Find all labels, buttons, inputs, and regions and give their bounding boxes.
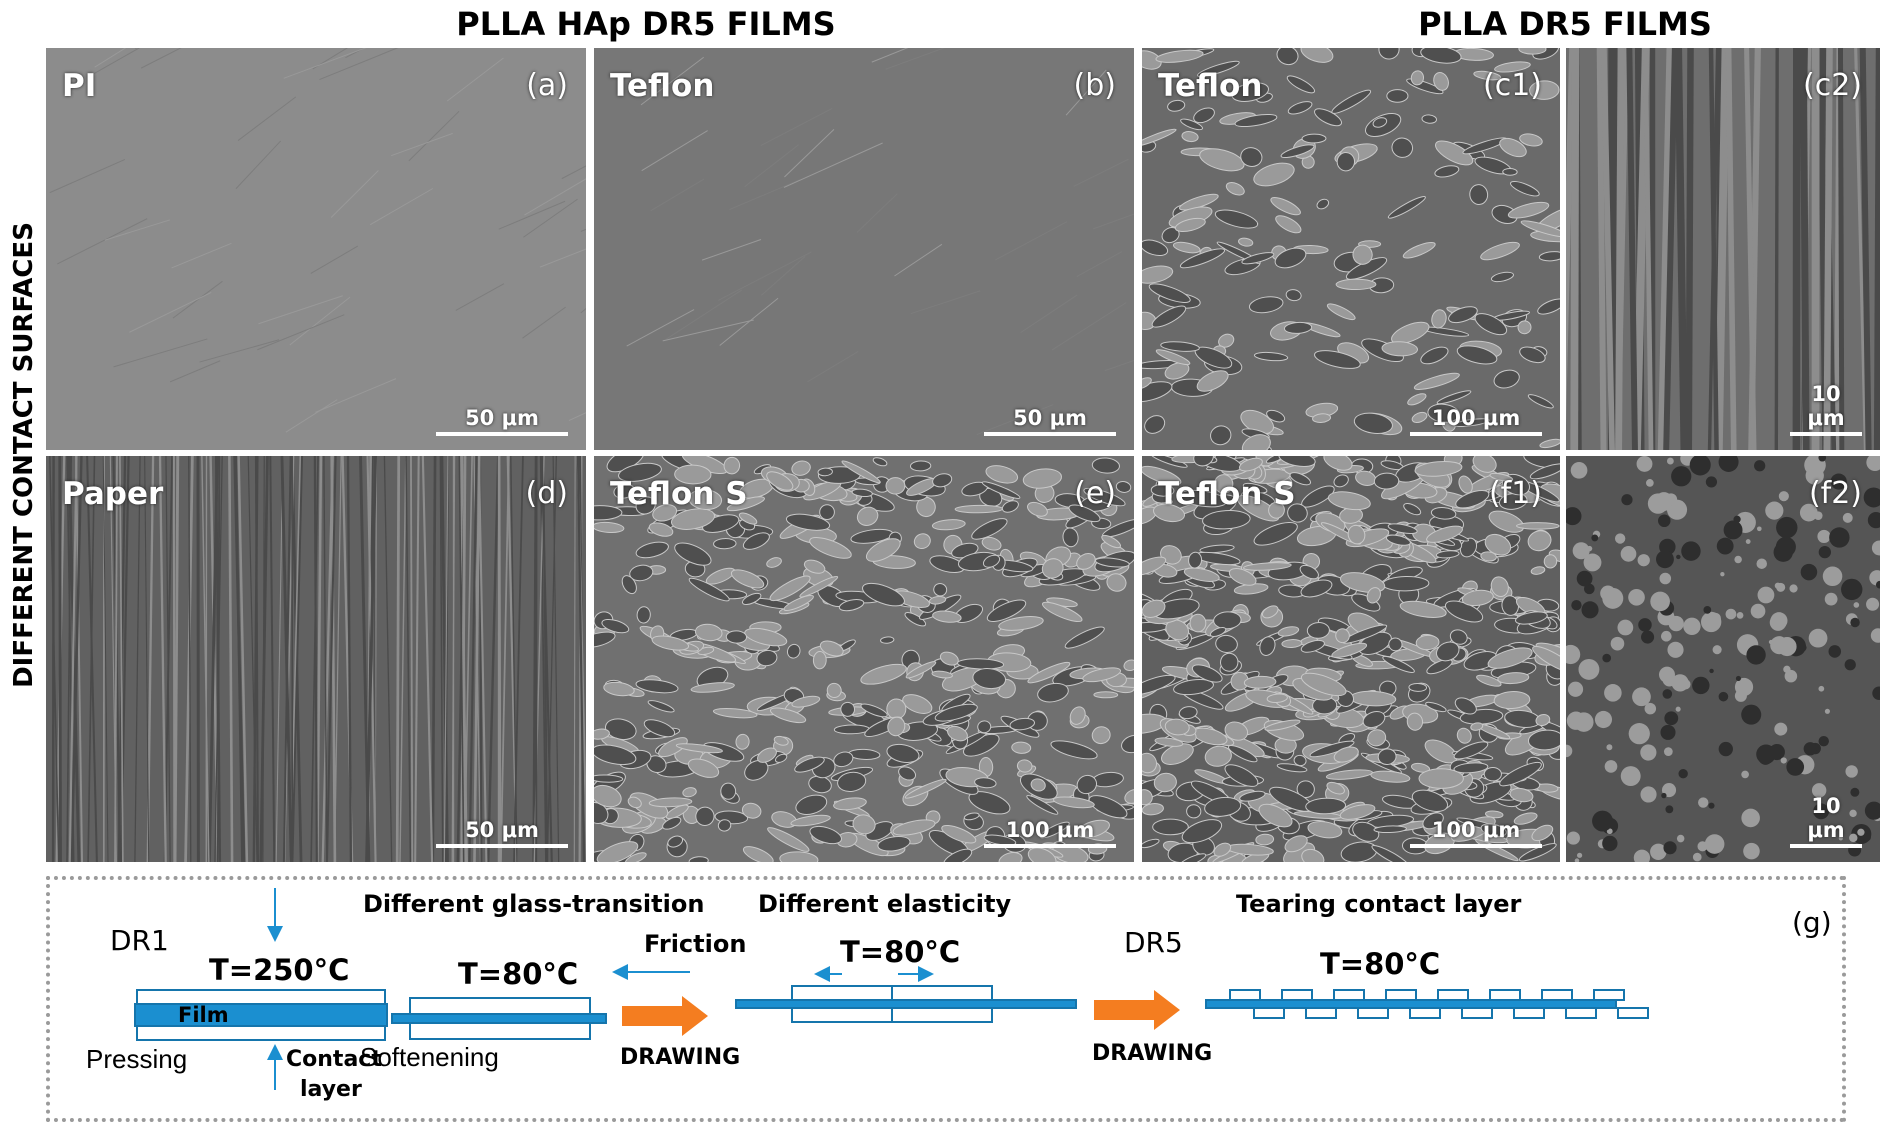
- temp-80-b: T=80°C: [840, 935, 960, 969]
- elasticity-label: Different elasticity: [758, 890, 1012, 918]
- temp-80-a: T=80°C: [458, 957, 578, 991]
- panel-letter: (c2): [1803, 68, 1862, 103]
- contact-label: Contact: [286, 1047, 382, 1072]
- panel-label: Teflon: [610, 68, 715, 104]
- sem-panel-a: PI (a) 50 μm: [46, 48, 586, 450]
- panel-letter: (f2): [1808, 476, 1862, 511]
- film-label: Film: [178, 1003, 229, 1027]
- torn-contact-layer: [1205, 989, 1649, 1019]
- sem-texture: [626, 48, 1134, 436]
- scale-bar: 100 μm: [1410, 406, 1542, 436]
- scale-bar-line: [1410, 844, 1542, 848]
- drawing-label-2: DRAWING: [1092, 1041, 1212, 1066]
- temp-250: T=250°C: [209, 953, 349, 987]
- friction-label: Friction: [644, 930, 746, 958]
- scale-bar: 100 μm: [1410, 818, 1542, 848]
- panel-label: Paper: [62, 476, 164, 512]
- tearing-label: Tearing contact layer: [1236, 890, 1521, 918]
- drawing-label-1: DRAWING: [620, 1045, 740, 1070]
- pressing-label: Pressing: [86, 1044, 187, 1074]
- panel-label: Teflon S: [1158, 476, 1296, 512]
- panel-letter: (f1): [1488, 476, 1542, 511]
- scale-bar-label: 50 μm: [465, 818, 539, 842]
- scale-bar-line: [1410, 432, 1542, 436]
- panel-label: Teflon: [1158, 68, 1263, 104]
- scale-bar-label: 10 μm: [1807, 794, 1845, 842]
- sem-texture: [1142, 48, 1560, 450]
- scale-bar-label: 10 μm: [1807, 382, 1845, 430]
- drawing-schematic: (g) DR1 T=250°C Film Pressing Contact la…: [46, 876, 1846, 1122]
- scale-bar: 10 μm: [1790, 794, 1862, 848]
- drawing-arrow-2: [1094, 990, 1180, 1030]
- sem-panel-c1: Teflon (c1) 100 μm: [1142, 48, 1560, 450]
- scale-bar: 10 μm: [1790, 382, 1862, 436]
- sem-texture: [594, 456, 1134, 862]
- panel-letter: (e): [1074, 476, 1116, 511]
- sem-texture: [49, 48, 586, 433]
- sem-panel-f1: Teflon S (f1) 100 μm: [1142, 456, 1560, 862]
- scale-bar-line: [984, 844, 1116, 848]
- sem-texture: [49, 456, 586, 862]
- scale-bar-line: [1790, 844, 1862, 848]
- scale-bar-label: 50 μm: [465, 406, 539, 430]
- column-header-plla: PLLA DR5 FILMS: [1418, 5, 1712, 43]
- label-dr5: DR5: [1124, 926, 1183, 959]
- scale-bar-label: 100 μm: [1431, 818, 1521, 842]
- panel-letter: (a): [526, 68, 568, 103]
- scale-bar-label: 50 μm: [1013, 406, 1087, 430]
- panel-letter: (c1): [1483, 68, 1542, 103]
- contact-layer-bottom: [136, 1025, 386, 1041]
- scheme-letter: (g): [1792, 906, 1832, 939]
- sem-panel-f2: (f2) 10 μm: [1566, 456, 1880, 862]
- sem-texture: [1566, 48, 1880, 450]
- scale-bar-label: 100 μm: [1005, 818, 1095, 842]
- panel-letter: (b): [1073, 68, 1116, 103]
- panel-label: PI: [62, 68, 97, 104]
- panel-letter: (d): [525, 476, 568, 511]
- scale-bar: 50 μm: [984, 406, 1116, 436]
- panel-label: Teflon S: [610, 476, 748, 512]
- layer-label: layer: [300, 1077, 362, 1102]
- column-header-hap: PLLA HAp DR5 FILMS: [456, 5, 836, 43]
- sem-texture: [1142, 456, 1560, 862]
- scale-bar-line: [1790, 432, 1862, 436]
- softening-label: Softenening: [360, 1042, 499, 1072]
- scale-bar: 50 μm: [436, 406, 568, 436]
- sem-texture: [1566, 456, 1880, 862]
- sem-panel-d: Paper (d) 50 μm: [46, 456, 586, 862]
- sem-panel-c2: (c2) 10 μm: [1566, 48, 1880, 450]
- scale-bar: 50 μm: [436, 818, 568, 848]
- scale-bar-line: [984, 432, 1116, 436]
- sem-panel-b: Teflon (b) 50 μm: [594, 48, 1134, 450]
- sem-panel-e: Teflon S (e) 100 μm: [594, 456, 1134, 862]
- drawing-arrow-1: [622, 996, 708, 1036]
- scale-bar-label: 100 μm: [1431, 406, 1521, 430]
- scale-bar-line: [436, 432, 568, 436]
- scale-bar: 100 μm: [984, 818, 1116, 848]
- glass-transition-label: Different glass-transition: [363, 890, 704, 918]
- scale-bar-line: [436, 844, 568, 848]
- row-axis-label: DIFFERENT CONTACT SURFACES: [9, 222, 39, 688]
- film-layer: [134, 1003, 388, 1027]
- contact-layer-top: [136, 989, 386, 1005]
- label-dr1: DR1: [110, 924, 169, 957]
- temp-80-c: T=80°C: [1320, 947, 1440, 981]
